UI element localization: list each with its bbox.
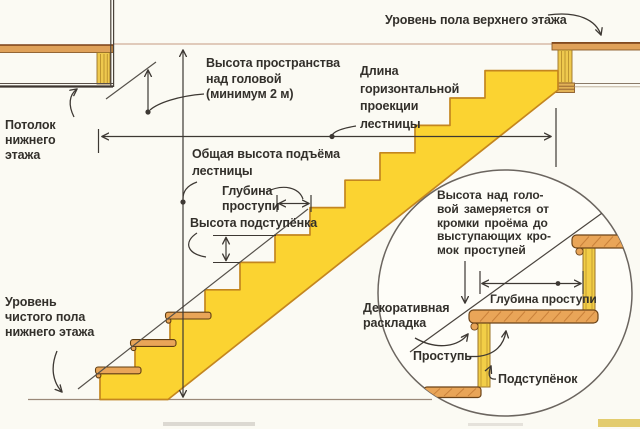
detail-tread-depth-dimension [479, 271, 584, 294]
label-headroom: Высота пространства над головой (минимум… [206, 56, 341, 101]
total-rise-dimension [180, 50, 198, 397]
label-tread-depth: Глубина проступи [222, 184, 280, 213]
detail-note: Высота над голо- вой замеряется от кромк… [437, 188, 551, 258]
label-decorative-molding: Декоративная раскладка [363, 301, 450, 330]
label-detail-tread-depth: Глубина проступи [490, 292, 597, 306]
label-horizontal-projection: Длина горизонтальной проекции лестницы [360, 64, 460, 131]
label-total-rise: Общая высота подъёма лестницы [192, 147, 340, 178]
headroom-dimension [145, 70, 205, 115]
lower-floor-leader-arrow [52, 350, 62, 392]
staircase-silhouette [99, 69, 559, 401]
scan-artifacts [163, 419, 640, 427]
label-finished-floor-level: Уровень чистого пола нижнего этажа [5, 295, 95, 339]
label-upper-floor-level: Уровень пола верхнего этажа [385, 13, 567, 27]
label-riser: Подступёнок [498, 372, 578, 386]
upper-floor-structure-right [551, 42, 640, 93]
ceiling-leader-arrow [70, 89, 77, 118]
label-tread: Проступь [413, 349, 472, 363]
pitch-line-at-opening [105, 61, 157, 100]
detail-circle [377, 169, 633, 417]
riser-leader-arrow [489, 366, 497, 380]
horizontal-projection-dimension [97, 108, 557, 167]
decorative-molding-leader-arrow [414, 334, 468, 347]
detail-steps [409, 202, 632, 399]
label-ceiling-lower-floor: Потолок нижнего этажа [5, 118, 56, 162]
upper-floor-structure-left [0, 0, 115, 88]
tread-depth-dimension [265, 186, 312, 212]
riser-height-dimension [188, 232, 276, 263]
upper-floor-leader-arrow [547, 13, 601, 35]
label-riser-height: Высота подступёнка [190, 216, 318, 230]
tread-leader-arrow [466, 331, 506, 358]
pitch-line-lower [77, 208, 309, 390]
